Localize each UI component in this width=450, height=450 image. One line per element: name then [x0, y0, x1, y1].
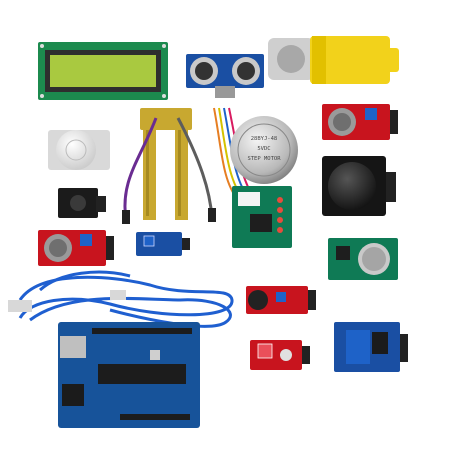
- lcd-1602-display: [38, 42, 168, 100]
- soil-moisture-probe: [122, 108, 216, 224]
- stepper-motor: 28BYJ-48 5VDC STEP MOTOR: [213, 107, 298, 201]
- uln2003-driver-board: [232, 186, 292, 248]
- joystick-module: [322, 156, 396, 216]
- rtc-clock-module: [328, 238, 398, 280]
- usb-plug-a: [8, 300, 32, 312]
- usb-plug-b: [110, 290, 126, 300]
- relay-module: [334, 322, 408, 372]
- stepper-label-line-3: STEP MOTOR: [247, 156, 281, 162]
- yellow-gear-motor: [268, 36, 399, 84]
- soil-comparator-board: [136, 232, 190, 256]
- water-level-sensor: [250, 340, 310, 370]
- gas-sensor-module: [322, 104, 398, 140]
- ultrasonic-sensor: [186, 54, 264, 98]
- stepper-label-line-1: 28BYJ-48: [251, 136, 278, 142]
- stepper-label-line-2: 5VDC: [257, 146, 270, 152]
- usb-cable: [18, 270, 234, 328]
- gas-sensor-module-2: [38, 230, 114, 266]
- microphone-sensor: [246, 286, 316, 314]
- pir-motion-sensor: [48, 130, 110, 170]
- uno-board: [58, 322, 200, 428]
- ir-receiver-module: [58, 188, 106, 218]
